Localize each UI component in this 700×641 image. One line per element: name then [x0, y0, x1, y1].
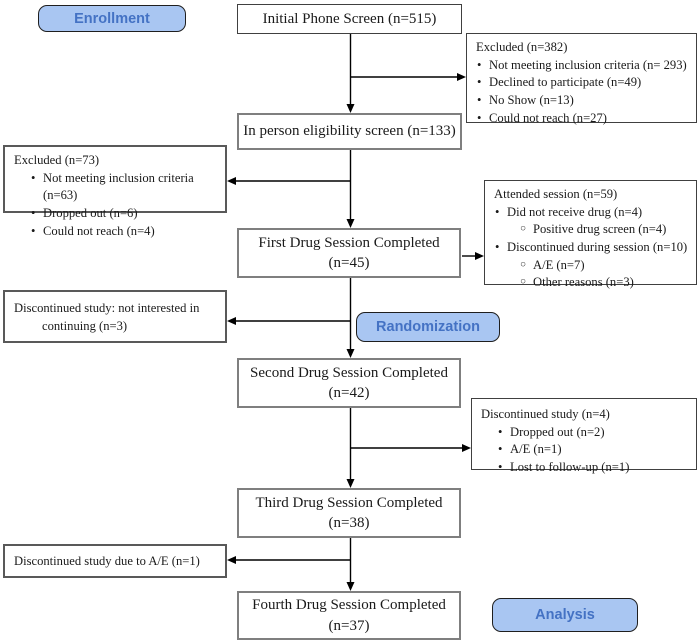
list-item: Could not reach (n=4): [30, 223, 219, 241]
box-initial-phone-screen-label: Initial Phone Screen (n=515): [262, 10, 437, 27]
enrollment-badge-label: Enrollment: [74, 10, 150, 27]
list-item: A/E (n=1): [497, 441, 690, 459]
list-item: Other reasons (n=3): [520, 274, 690, 292]
box-second-session-line1: Second Drug Session Completed: [250, 364, 448, 381]
box-in-person-screen-label: In person eligibility screen (n=133): [243, 123, 456, 140]
box-first-session: First Drug Session Completed (n=45): [237, 228, 461, 278]
box-second-session: Second Drug Session Completed (n=42): [237, 358, 461, 408]
box-third-session-line1: Third Drug Session Completed: [255, 494, 443, 511]
list-item: A/E (n=7): [520, 257, 690, 275]
box-first-session-line2: (n=45): [328, 255, 370, 271]
box-not-interested: Discontinued study: not interested in co…: [3, 290, 227, 343]
box-second-session-line2: (n=42): [328, 385, 370, 401]
list-item: Dropped out (n=2): [497, 424, 690, 442]
box-not-interested-line2: continuing (n=3): [42, 318, 128, 333]
randomization-badge: Randomization: [356, 312, 500, 342]
box-excluded-left: Excluded (n=73) Not meeting inclusion cr…: [3, 145, 227, 240]
box-discontinued-ae-label: Discontinued study due to A/E (n=1): [14, 553, 200, 568]
analysis-badge: Analysis: [492, 598, 638, 632]
box-excluded-top-title: Excluded (n=382): [476, 40, 568, 54]
box-excluded-top: Excluded (n=382) Not meeting inclusion c…: [466, 33, 697, 127]
box-third-session: Third Drug Session Completed (n=38): [237, 488, 461, 538]
box-fourth-session: Fourth Drug Session Completed (n=37): [237, 591, 461, 640]
box-discontinued-4: Discontinued study (n=4) Dropped out (n=…: [471, 398, 697, 476]
box-third-session-line2: (n=38): [328, 515, 370, 531]
list-item: Positive drug screen (n=4): [520, 221, 690, 239]
list-item: Dropped out (n=6): [30, 205, 219, 223]
box-in-person-screen: In person eligibility screen (n=133): [237, 113, 462, 150]
box-fourth-session-line1: Fourth Drug Session Completed: [252, 597, 446, 614]
box-excluded-left-title: Excluded (n=73): [14, 153, 100, 167]
list-item: Did not receive drug (n=4): [494, 204, 690, 222]
box-excluded-top-list: Not meeting inclusion criteria (n= 293) …: [476, 57, 690, 128]
box-fourth-session-line2: (n=37): [328, 617, 370, 634]
box-discontinued-ae: Discontinued study due to A/E (n=1): [3, 544, 227, 578]
list-item: Lost to follow-up (n=1): [497, 459, 690, 477]
list-item: Not meeting inclusion criteria (n=63): [30, 170, 219, 205]
list-item: No Show (n=13): [476, 92, 690, 110]
box-initial-phone-screen: Initial Phone Screen (n=515): [237, 4, 462, 34]
list-item: Discontinued during session (n=10): [494, 239, 690, 257]
analysis-badge-label: Analysis: [535, 607, 595, 623]
box-discontinued-4-title: Discontinued study (n=4): [481, 407, 610, 421]
box-discontinued-4-list: Dropped out (n=2) A/E (n=1) Lost to foll…: [481, 424, 690, 477]
box-attended-session: Attended session (n=59) Did not receive …: [484, 180, 697, 289]
randomization-badge-label: Randomization: [376, 319, 480, 335]
box-excluded-left-list: Not meeting inclusion criteria (n=63) Dr…: [14, 170, 219, 241]
box-first-session-line1: First Drug Session Completed: [258, 234, 440, 251]
enrollment-badge: Enrollment: [38, 5, 186, 32]
box-attended-session-title: Attended session (n=59): [494, 187, 618, 201]
list-item: Not meeting inclusion criteria (n= 293): [476, 57, 690, 75]
list-item: Could not reach (n=27): [476, 110, 690, 128]
list-item: Declined to participate (n=49): [476, 74, 690, 92]
box-not-interested-line1: Discontinued study: not interested in: [14, 301, 200, 315]
box-attended-session-list: Did not receive drug (n=4) Positive drug…: [494, 204, 690, 292]
